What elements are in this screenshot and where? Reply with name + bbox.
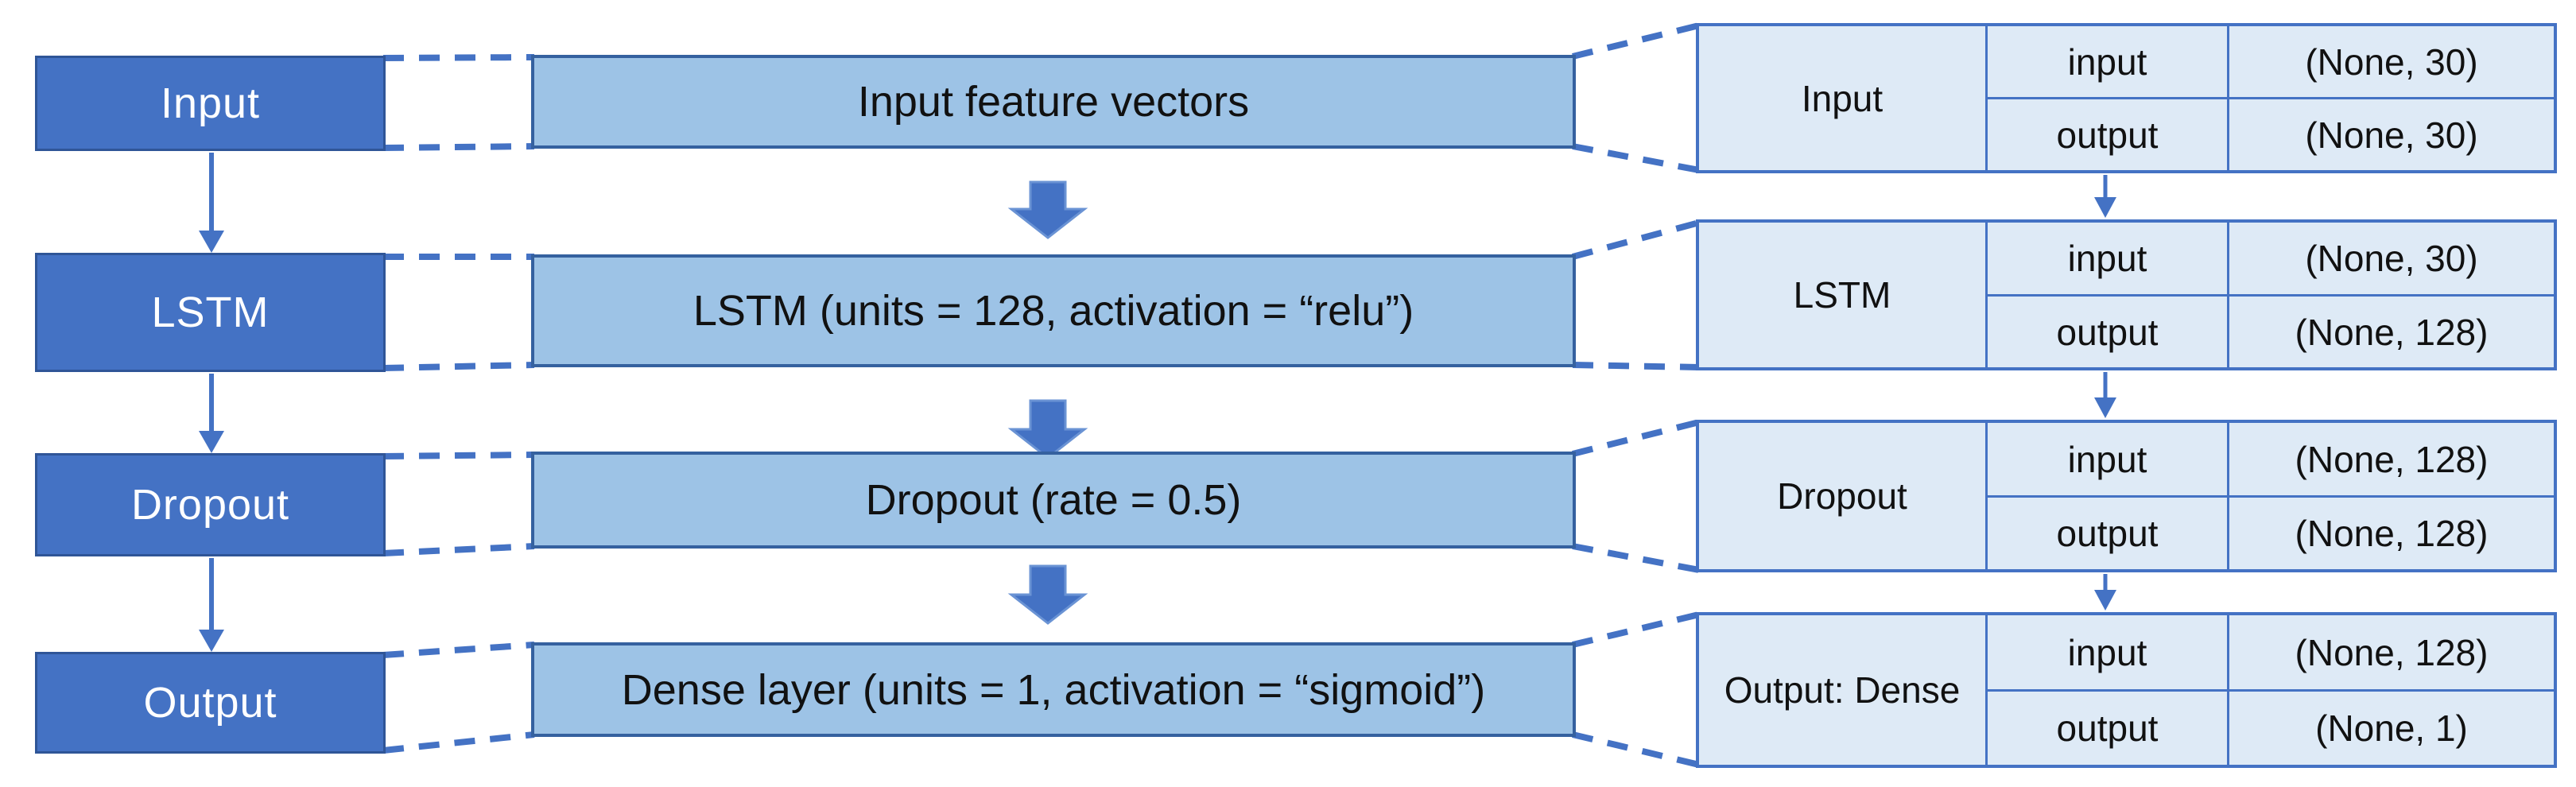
table-io-label: input: [2067, 438, 2147, 480]
stage-box-output: Output: [35, 652, 386, 754]
dashed-link-desc-table-top-1: [1572, 22, 1700, 60]
table-io-shape: (None, 128): [2295, 513, 2489, 554]
dashed-link-desc-table-top-3: [1572, 419, 1700, 457]
stage-label: Dropout: [130, 481, 290, 529]
shape-table-dense: Output: Dense input (None, 128) output (…: [1696, 612, 2557, 768]
dashed-link-desc-table-top-4: [1572, 611, 1700, 648]
table-io-shape: (None, 30): [2305, 238, 2478, 279]
table-io-label: input: [2067, 238, 2147, 279]
dashed-link-desc-table-bottom-2: [1572, 362, 1700, 370]
block-arrow-desc-3-to-4: [1007, 564, 1088, 625]
dashed-link-stage-desc-bottom-4: [382, 731, 535, 754]
table-io-label: output: [2056, 311, 2159, 353]
description-box-dense: Dense layer (units = 1, activation = “si…: [531, 642, 1576, 737]
table-io-shape: (None, 30): [2305, 114, 2478, 156]
arrow-table-2-to-3: [2094, 372, 2116, 418]
description-box-input: Input feature vectors: [531, 55, 1576, 149]
table-io-shape: (None, 128): [2295, 438, 2489, 480]
shape-table-input: Input input (None, 30) output (None, 30): [1696, 23, 2557, 173]
block-arrow-desc-1-to-2: [1007, 180, 1088, 239]
description-box-dropout: Dropout (rate = 0.5): [531, 452, 1576, 549]
table-io-label: output: [2056, 513, 2159, 554]
stage-label: LSTM: [151, 289, 270, 336]
arrow-stage-lstm-to-dropout: [199, 374, 224, 453]
stage-box-lstm: LSTM: [35, 253, 386, 372]
dashed-link-stage-desc-top-1: [382, 54, 535, 61]
shape-table-dropout: Dropout input (None, 128) output (None, …: [1696, 420, 2557, 572]
dashed-link-desc-table-bottom-4: [1572, 731, 1700, 768]
table-io-label: output: [2056, 708, 2159, 749]
description-label: Dropout (rate = 0.5): [865, 476, 1242, 524]
stage-label: Input: [160, 79, 261, 127]
table-layer-name: LSTM: [1793, 274, 1891, 316]
table-io-shape: (None, 1): [2315, 708, 2468, 749]
table-io-label: input: [2067, 41, 2147, 83]
table-io-label: output: [2056, 114, 2159, 156]
dashed-link-stage-desc-top-4: [382, 642, 535, 658]
dashed-link-stage-desc-bottom-2: [382, 362, 535, 371]
dashed-link-desc-table-bottom-3: [1572, 543, 1700, 573]
description-box-lstm: LSTM (units = 128, activation = “relu”): [531, 254, 1576, 367]
table-io-shape: (None, 30): [2305, 41, 2478, 83]
stage-box-input: Input: [35, 56, 386, 151]
table-layer-name: Input: [1801, 77, 1884, 119]
description-label: Dense layer (units = 1, activation = “si…: [621, 665, 1486, 714]
table-io-shape: (None, 128): [2295, 311, 2489, 353]
block-arrow-desc-2-to-3: [1007, 399, 1088, 459]
description-label: Input feature vectors: [857, 78, 1250, 126]
dashed-link-desc-table-top-2: [1571, 219, 1701, 260]
table-layer-name: Output: Dense: [1724, 669, 1961, 711]
arrow-stage-input-to-lstm: [199, 153, 224, 253]
table-io-shape: (None, 128): [2295, 631, 2489, 673]
arrow-table-3-to-4: [2094, 574, 2116, 611]
arrow-table-1-to-2: [2094, 175, 2116, 218]
stage-label: Output: [143, 679, 277, 727]
dashed-link-stage-desc-top-3: [382, 452, 535, 459]
table-io-label: input: [2067, 631, 2147, 673]
dashed-link-stage-desc-bottom-3: [382, 543, 535, 556]
shape-table-lstm: LSTM input (None, 30) output (None, 128): [1696, 219, 2557, 370]
dashed-link-desc-table-bottom-1: [1572, 143, 1700, 173]
dashed-link-stage-desc-bottom-1: [382, 143, 535, 151]
arrow-stage-dropout-to-output: [199, 558, 224, 652]
stage-box-dropout: Dropout: [35, 453, 386, 556]
description-label: LSTM (units = 128, activation = “relu”): [692, 287, 1414, 335]
table-layer-name: Dropout: [1777, 475, 1907, 517]
